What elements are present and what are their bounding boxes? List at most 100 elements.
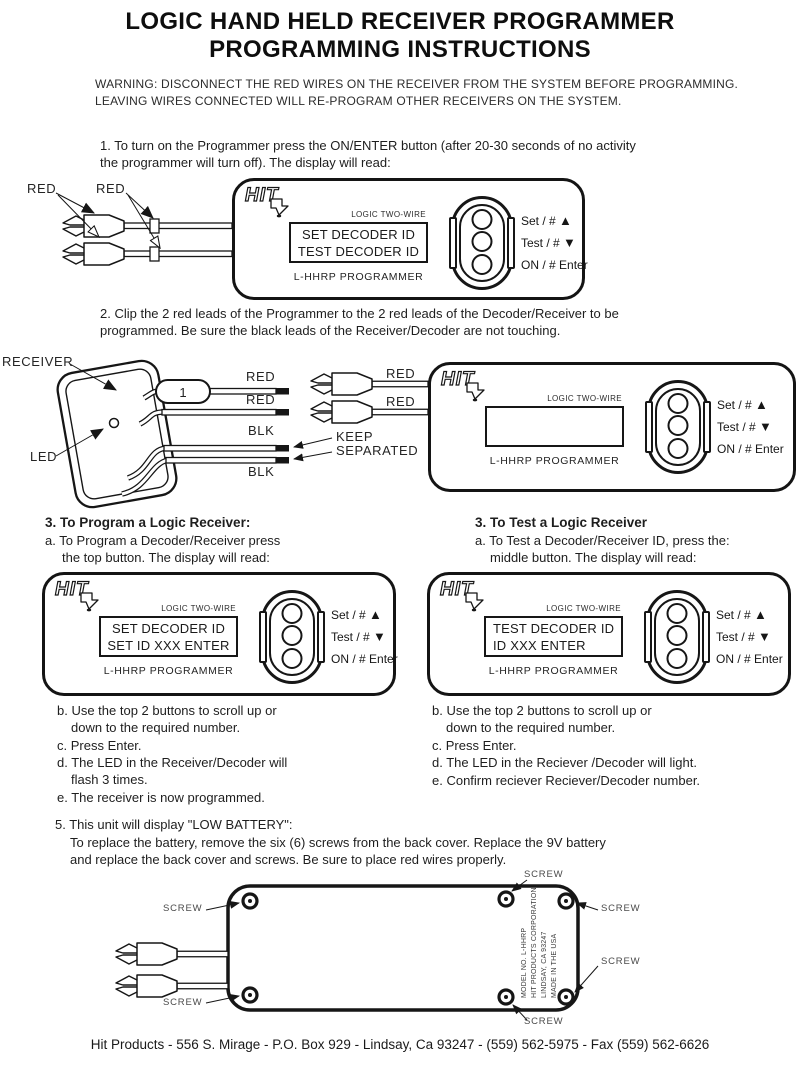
page-title-line2: PROGRAMMING INSTRUCTIONS <box>209 36 591 63</box>
red-clip-label: RED <box>386 366 416 381</box>
alligator-clip-icon <box>310 372 373 396</box>
logic-two-wire-label: LOGIC TWO-WIRE <box>546 604 621 613</box>
lcd-display <box>485 406 624 447</box>
enter-button-label: ON / # Enter <box>521 258 588 272</box>
red-lead-wire <box>123 250 233 258</box>
test-button[interactable] <box>281 625 303 646</box>
test-button[interactable] <box>667 415 689 436</box>
enter-button[interactable] <box>667 438 689 459</box>
pod-bracket <box>449 217 457 269</box>
down-arrow-icon: ▼ <box>563 235 576 250</box>
pod-bracket <box>645 401 653 453</box>
test-button-label: Test / # ▼ <box>717 419 772 434</box>
pod-bracket <box>317 611 325 663</box>
button-pod-inner <box>655 388 701 466</box>
hit-logo: HIT <box>244 184 291 219</box>
red-leader-arrow <box>55 192 95 214</box>
alligator-clip-icon <box>62 214 125 238</box>
hit-logo-drip-icon <box>80 592 99 612</box>
test-button[interactable] <box>471 231 493 252</box>
programmer-model-label: L-HHRP PROGRAMMER <box>293 271 424 283</box>
hit-logo: HIT <box>439 578 486 613</box>
program-item: e. The receiver is now programmed. <box>57 790 265 805</box>
logic-two-wire-label: LOGIC TWO-WIRE <box>161 604 236 613</box>
test-step-a2: middle button. The display will read: <box>490 550 697 565</box>
red-lead-wire <box>123 222 233 230</box>
keep-separated-arrow <box>293 451 333 462</box>
step2-line2: programmed. Be sure the black leads of t… <box>100 323 561 338</box>
step5-line1: 5. This unit will display "LOW BATTERY": <box>55 817 293 832</box>
program-item: b. Use the top 2 buttons to scroll up or <box>57 703 277 718</box>
clip-wire <box>371 408 429 416</box>
lcd-display: TEST DECODER ID ID XXX ENTER <box>484 616 623 657</box>
screw-icon <box>497 890 515 908</box>
company-footer: Hit Products - 556 S. Mirage - P.O. Box … <box>90 1037 710 1052</box>
keep-separated-label: KEEP <box>336 429 374 444</box>
test-item: e. Confirm reciever Reciever/Decoder num… <box>432 773 701 788</box>
pod-bracket <box>259 611 267 663</box>
red-wire-label: RED <box>246 369 276 384</box>
screw-leader <box>576 902 599 911</box>
black-wire <box>163 444 277 452</box>
set-button[interactable] <box>471 209 493 230</box>
clip-wire <box>371 380 429 388</box>
hit-logo-drip-icon <box>270 198 289 218</box>
up-arrow-icon: ▲ <box>559 213 572 228</box>
screw-leader <box>512 1004 528 1021</box>
logic-two-wire-label: LOGIC TWO-WIRE <box>547 394 622 403</box>
test-button[interactable] <box>666 625 688 646</box>
screw-icon <box>557 988 575 1006</box>
hit-logo: HIT <box>54 578 101 613</box>
alligator-clip-icon <box>115 974 178 998</box>
program-item: d. The LED in the Receiver/Decoder will <box>57 755 288 770</box>
red-wire-label: RED <box>27 181 57 196</box>
programmer-device-blank: HIT LOGIC TWO-WIRE L-HHRP PROGRAMMER Set… <box>428 362 796 492</box>
clip-wire <box>176 950 229 958</box>
lcd-display: SET DECODER ID SET ID XXX ENTER <box>99 616 238 657</box>
lcd-line1: SET DECODER ID <box>301 226 416 242</box>
pod-bracket <box>644 611 652 663</box>
programmer-model-label: L-HHRP PROGRAMMER <box>489 455 620 467</box>
set-button-label: Set / # ▲ <box>716 607 767 622</box>
up-arrow-icon: ▲ <box>369 607 382 622</box>
hit-logo-drip-icon <box>466 382 485 402</box>
hit-logo-drip-icon <box>465 592 484 612</box>
programmer-model-label: L-HHRP PROGRAMMER <box>103 665 234 677</box>
set-button[interactable] <box>667 393 689 414</box>
step5-line2: To replace the battery, remove the six (… <box>70 835 606 850</box>
step1-line2: the programmer will turn off). The displ… <box>100 155 391 170</box>
screw-label: SCREW <box>524 1016 564 1027</box>
blk-wire-label: BLK <box>248 423 275 438</box>
back-cover-diagram <box>115 879 599 1021</box>
set-button[interactable] <box>666 603 688 624</box>
button-pod <box>259 590 325 684</box>
hit-logo: HIT <box>440 368 487 403</box>
lcd-display: SET DECODER ID TEST DECODER ID <box>289 222 428 263</box>
page-title-line1: LOGIC HAND HELD RECEIVER PROGRAMMER <box>125 8 675 35</box>
program-step-a1: a. To Program a Decoder/Receiver press <box>45 533 281 548</box>
program-item: c. Press Enter. <box>57 738 142 753</box>
screw-leader <box>511 879 528 892</box>
set-button[interactable] <box>281 603 303 624</box>
screw-label: SCREW <box>524 869 564 880</box>
clip-wire <box>176 982 229 990</box>
up-arrow-icon: ▲ <box>755 397 768 412</box>
enter-button[interactable] <box>281 648 303 669</box>
red-wire <box>161 408 277 416</box>
wire-sleeve <box>149 218 160 234</box>
pod-bracket <box>507 217 515 269</box>
bare-wire-tip <box>276 457 289 464</box>
warning-line1: WARNING: DISCONNECT THE RED WIRES ON THE… <box>95 77 739 91</box>
hit-logo-text: HIT <box>439 578 474 600</box>
red-wire-label: RED <box>246 392 276 407</box>
led-leader-arrow <box>55 428 104 457</box>
button-pod-inner <box>459 204 505 282</box>
program-item: down to the required number. <box>71 720 241 735</box>
alligator-clip-icon <box>115 942 178 966</box>
enter-button[interactable] <box>666 648 688 669</box>
screw-label: SCREW <box>601 956 641 967</box>
black-wire <box>165 456 277 464</box>
enter-button[interactable] <box>471 254 493 275</box>
screw-label: SCREW <box>601 903 641 914</box>
